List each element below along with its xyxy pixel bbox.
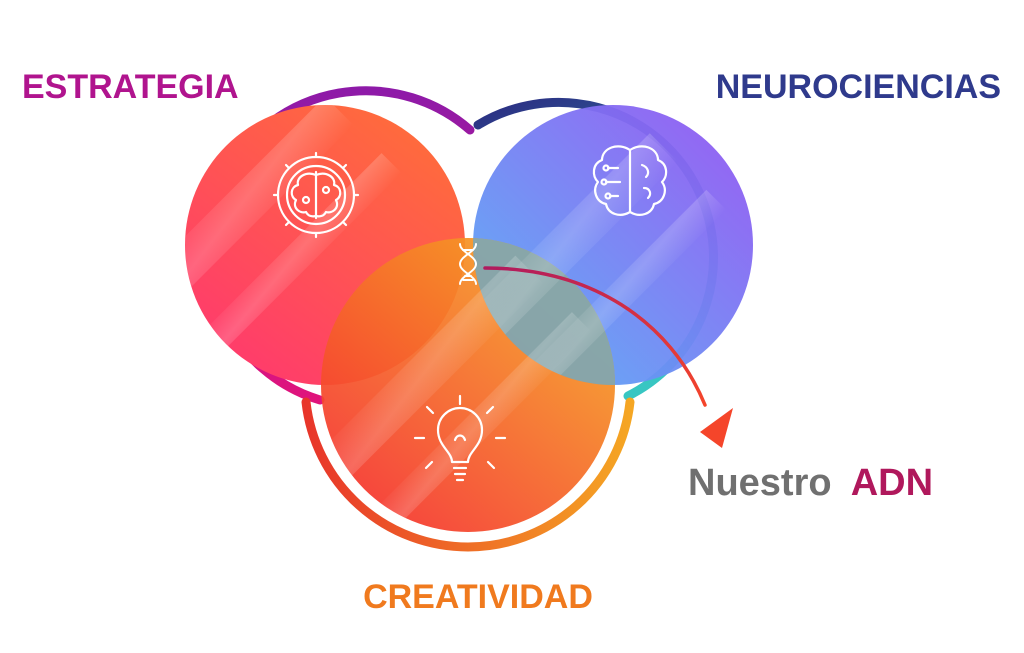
dna-arrowhead bbox=[700, 408, 733, 448]
dna-label-word2: ADN bbox=[851, 462, 933, 504]
overlap-neuro-creativity bbox=[473, 238, 615, 385]
dna-icon bbox=[458, 243, 478, 285]
dna-label-word1: Nuestro bbox=[688, 462, 832, 504]
strategy-label: ESTRATEGIA bbox=[22, 68, 239, 106]
creativity-ring bbox=[301, 397, 635, 552]
creativity-stripes bbox=[321, 255, 592, 532]
neuroscience-label: NEUROCIENCIAS bbox=[716, 68, 1001, 106]
brain-circuit-icon bbox=[592, 145, 668, 216]
brain-gear-icon bbox=[272, 151, 360, 239]
dna-label: Nuestro ADN bbox=[688, 462, 933, 504]
dna-arrow bbox=[483, 266, 707, 407]
lightbulb-icon bbox=[413, 394, 507, 482]
creativity-label: CREATIVIDAD bbox=[363, 578, 593, 616]
